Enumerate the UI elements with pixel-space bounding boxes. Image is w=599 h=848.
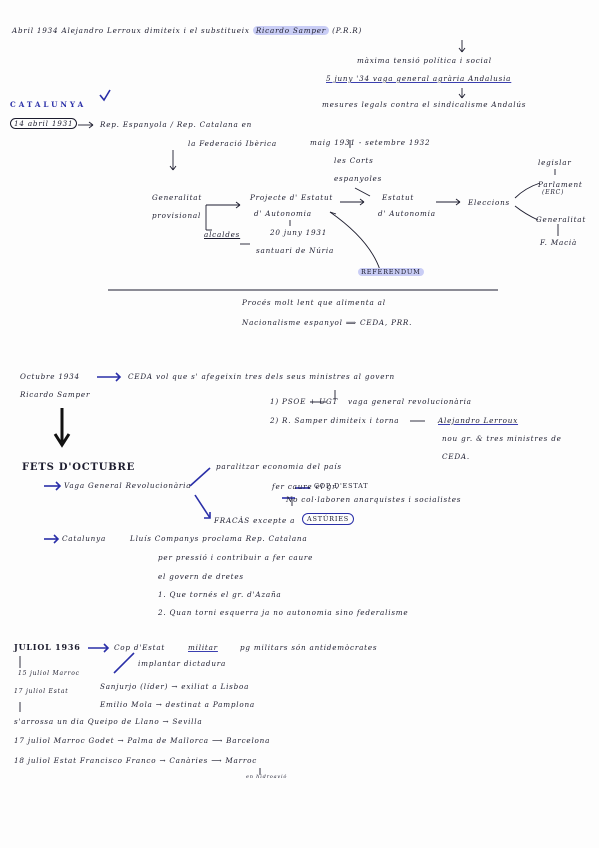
vaga-general-text: Vaga General Revolucionària: [64, 481, 192, 490]
date-17-text: 17 juliol Estat: [14, 688, 69, 695]
fer-caure-text: fer caure el gr.: [272, 482, 339, 491]
franco-text: 18 juliol Estat Francisco Franco → Canàr…: [14, 756, 258, 765]
octubre-text: Octubre 1934: [20, 372, 80, 381]
projecte-text: Projecte d' Estatut: [250, 193, 334, 202]
generalitat-right-text: Generalitat: [536, 215, 587, 224]
macia-text: F. Macià: [540, 238, 578, 247]
nou-govern-text: nou gr. & tres ministres de: [442, 434, 562, 443]
date-15-text: 15 juliol Marroc: [18, 670, 80, 677]
catalunya-heading: CATALUNYA: [10, 100, 87, 109]
vaga-andalusia-text: 5 juny '34 vaga general agrària Andalusi…: [326, 74, 512, 83]
parlament-text: Parlament: [538, 180, 583, 189]
godet-text: 17 juliol Marroc Godet → Palma de Mallor…: [14, 736, 271, 745]
paralitzar-text: paralitzar economia del país: [216, 462, 342, 471]
espanyoles-text: espanyoles: [334, 174, 383, 183]
santuari-text: santuari de Núria: [256, 246, 335, 255]
ricardo-samper-highlight: Ricardo Samper: [252, 26, 330, 35]
referendum-badge: REFERENDUM: [358, 268, 424, 276]
condition-1-text: 1. Que tornés el gr. d'Azaña: [158, 590, 282, 599]
samper-dimiteix-text: 2) R. Samper dimiteix i torna: [270, 416, 400, 425]
party-text: (P.R.R): [332, 26, 363, 35]
alcaldes-text: alcaldes: [204, 230, 241, 239]
ceda-text: CEDA vol que s' afegeixin tres dels seus…: [128, 372, 395, 381]
no-collaboren-text: No col·laboren anarquistes i socialistes: [286, 495, 462, 504]
lerroux-text: Abril 1934 Alejandro Lerroux dimiteix i …: [12, 26, 250, 35]
federacio-text: la Federació Ibèrica: [188, 139, 277, 148]
rep-text: Rep. Espanyola / Rep. Catalana en: [100, 120, 253, 129]
fracas-text: FRACÀS excepte a: [214, 516, 296, 525]
pressio-text: per pressió i contribuir a fer caure: [158, 553, 314, 562]
govern-dretes-text: el govern de dretes: [158, 572, 244, 581]
hidroavio-text: en hidroavió: [246, 774, 288, 780]
condition-2-text: 2. Quan torni esquerra ja no autonomia s…: [158, 608, 409, 617]
militar-text: militar: [188, 643, 218, 652]
provisional-text: provisional: [152, 211, 202, 220]
dates-text: maig 1931 - setembre 1932: [310, 138, 431, 147]
mesures-text: mesures legals contra el sindicalisme An…: [322, 100, 527, 109]
cop-estat-label: Cop d'Estat: [114, 643, 166, 652]
legislar-text: legislar: [538, 158, 572, 167]
asturies-badge: ASTÚRIES: [302, 513, 355, 525]
estatut-text: Estatut: [382, 193, 415, 202]
corts-text: les Corts: [334, 156, 374, 165]
vaga-revolucionaria-text: vaga general revolucionària: [348, 397, 472, 406]
date-box: 14 abril 1931: [10, 118, 78, 129]
mola-text: Emilio Mola → destinat a Pamplona: [100, 700, 255, 709]
proces-text: Procés molt lent que alimenta al: [242, 298, 386, 307]
companys-text: Lluís Companys proclama Rep. Catalana: [130, 534, 308, 543]
nacionalisme-text: Nacionalisme espanyol ⟹ CEDA, PRR.: [242, 318, 413, 327]
ceda-end-text: CEDA.: [442, 452, 470, 461]
tension-text: màxima tensió política i social: [357, 56, 492, 65]
estatut-autonomia-text: d' Autonomia: [378, 209, 436, 218]
psoe-text: 1) PSOE + UGT: [270, 397, 339, 406]
erc-text: (ERC): [542, 189, 565, 196]
catalunya-text: Catalunya: [62, 534, 107, 543]
dictadura-text: implantar dictadura: [138, 659, 227, 668]
ricardo-samper-text: Ricardo Samper: [20, 390, 91, 399]
lerroux-link-text: Alejandro Lerroux: [438, 416, 519, 425]
eleccions-text: Eleccions: [468, 198, 510, 207]
juliol-heading: JULIOL 1936: [14, 642, 81, 652]
autonomia-text: d' Autonomia: [254, 209, 312, 218]
juny-text: 20 juny 1931: [270, 228, 328, 237]
abril-line: Abril 1934 Alejandro Lerroux dimiteix i …: [12, 26, 362, 35]
cop-estat-text: COP D'ESTAT: [314, 482, 369, 490]
queipo-text: s'arrossa un dia Queipo de Llano → Sevil…: [14, 717, 203, 726]
antidemocrates-text: pg militars són antidemòcrates: [240, 643, 378, 652]
sanjurjo-text: Sanjurjo (líder) → exiliat a Lisboa: [100, 682, 250, 691]
fets-heading: FETS D'OCTUBRE: [22, 462, 136, 473]
generalitat-text: Generalitat: [152, 193, 203, 202]
